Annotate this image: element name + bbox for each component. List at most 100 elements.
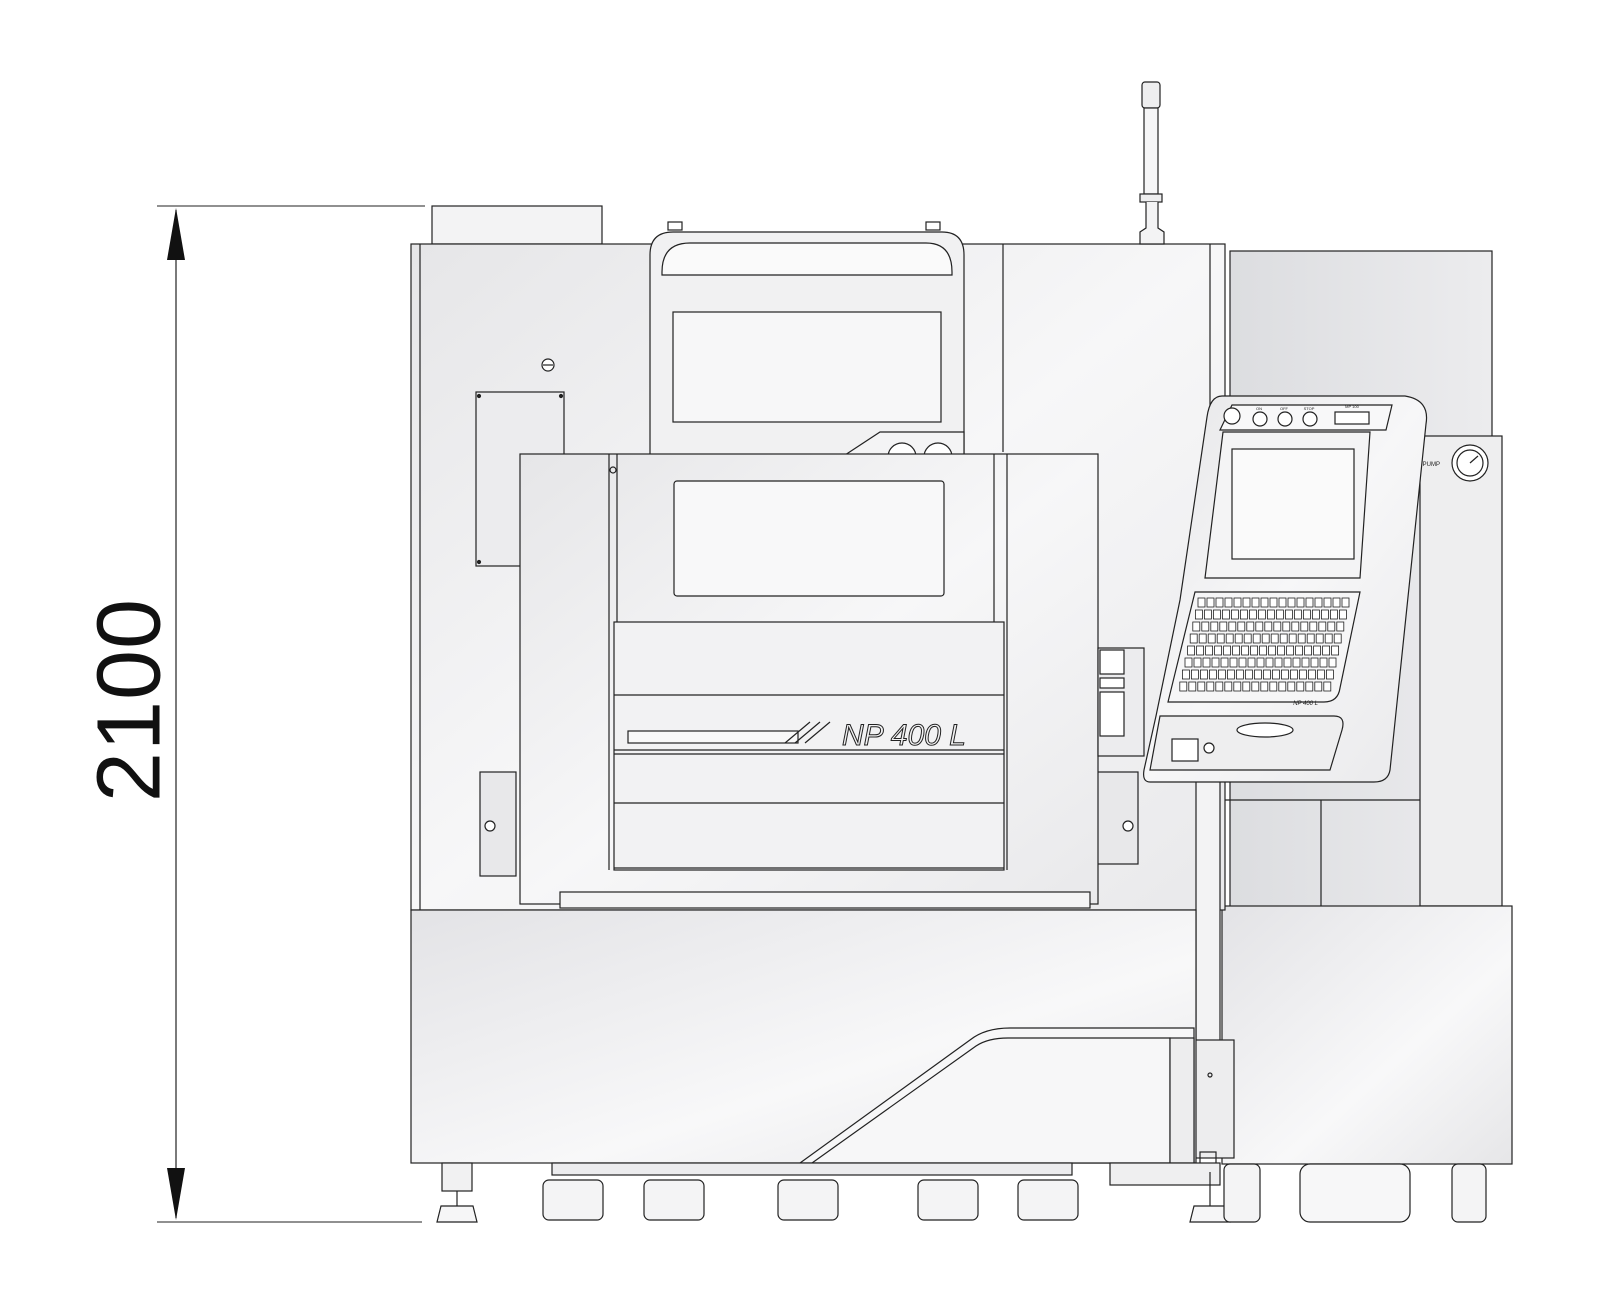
keyboard-key[interactable] — [1206, 681, 1215, 692]
keyboard-key[interactable] — [1339, 609, 1347, 620]
keyboard-key[interactable] — [1279, 633, 1288, 644]
keyboard-key[interactable] — [1324, 633, 1333, 644]
keyboard-key[interactable] — [1193, 657, 1202, 668]
cnc-screen[interactable] — [1231, 448, 1355, 560]
keyboard-key[interactable] — [1333, 633, 1342, 644]
keyboard-key[interactable] — [1188, 681, 1197, 692]
keyboard-key[interactable] — [1261, 633, 1270, 644]
keyboard-key[interactable] — [1198, 633, 1207, 644]
keyboard-key[interactable] — [1238, 657, 1247, 668]
keyboard-key[interactable] — [1215, 681, 1224, 692]
keyboard-key[interactable] — [1201, 621, 1210, 632]
key-grid[interactable] — [1179, 597, 1350, 692]
keyboard-key[interactable] — [1209, 669, 1217, 680]
keyboard-key[interactable] — [1303, 609, 1311, 620]
keyboard-key[interactable] — [1331, 645, 1339, 656]
keyboard-key[interactable] — [1297, 633, 1306, 644]
keyboard-key[interactable] — [1292, 657, 1301, 668]
keyboard-key[interactable] — [1265, 657, 1274, 668]
keyboard-key[interactable] — [1196, 645, 1204, 656]
keyboard-key[interactable] — [1214, 645, 1222, 656]
keyboard-key[interactable] — [1251, 597, 1260, 608]
key-switch-icon[interactable] — [1252, 411, 1268, 427]
keyboard-key[interactable] — [1237, 621, 1246, 632]
keyboard-key[interactable] — [1234, 633, 1243, 644]
keyboard-key[interactable] — [1260, 681, 1269, 692]
keyboard-key[interactable] — [1268, 645, 1276, 656]
keyboard-key[interactable] — [1222, 609, 1230, 620]
keyboard-key[interactable] — [1295, 645, 1303, 656]
keyboard-key[interactable] — [1296, 597, 1305, 608]
keyboard-key[interactable] — [1281, 669, 1289, 680]
handwheel-icon[interactable] — [1236, 722, 1294, 738]
keyboard-key[interactable] — [1305, 597, 1314, 608]
keyboard-key[interactable] — [1251, 681, 1260, 692]
keyboard-key[interactable] — [1197, 597, 1206, 608]
keyboard-key[interactable] — [1285, 609, 1293, 620]
keyboard-key[interactable] — [1249, 609, 1257, 620]
keyboard-key[interactable] — [1256, 657, 1265, 668]
keyboard-key[interactable] — [1287, 597, 1296, 608]
keyboard-key[interactable] — [1189, 633, 1198, 644]
keyboard-key[interactable] — [1314, 681, 1323, 692]
keyboard-key[interactable] — [1315, 633, 1324, 644]
keyboard-key[interactable] — [1319, 657, 1328, 668]
keyboard-key[interactable] — [1273, 621, 1282, 632]
keyboard-key[interactable] — [1326, 669, 1334, 680]
keyboard-key[interactable] — [1263, 669, 1271, 680]
keyboard-key[interactable] — [1306, 633, 1315, 644]
keyboard-key[interactable] — [1314, 597, 1323, 608]
keyboard-key[interactable] — [1200, 669, 1208, 680]
keyboard-key[interactable] — [1300, 621, 1309, 632]
keyboard-key[interactable] — [1274, 657, 1283, 668]
keyboard-key[interactable] — [1207, 633, 1216, 644]
keyboard-key[interactable] — [1227, 669, 1235, 680]
keyboard-key[interactable] — [1313, 645, 1321, 656]
keyboard-key[interactable] — [1305, 681, 1314, 692]
keyboard-key[interactable] — [1269, 681, 1278, 692]
keyboard-key[interactable] — [1213, 609, 1221, 620]
keyboard-key[interactable] — [1187, 645, 1195, 656]
keyboard-key[interactable] — [1330, 609, 1338, 620]
keyboard-key[interactable] — [1290, 669, 1298, 680]
keyboard-key[interactable] — [1276, 609, 1284, 620]
keyboard-key[interactable] — [1240, 609, 1248, 620]
keyboard-key[interactable] — [1259, 645, 1267, 656]
keyboard-key[interactable] — [1241, 645, 1249, 656]
keyboard-key[interactable] — [1220, 657, 1229, 668]
keyboard-key[interactable] — [1228, 621, 1237, 632]
keyboard-key[interactable] — [1294, 609, 1302, 620]
cycle-start-button[interactable] — [1277, 411, 1293, 427]
keyboard-key[interactable] — [1317, 669, 1325, 680]
keyboard-key[interactable] — [1242, 597, 1251, 608]
keyboard-key[interactable] — [1328, 657, 1337, 668]
keyboard-key[interactable] — [1202, 657, 1211, 668]
keyboard-key[interactable] — [1232, 645, 1240, 656]
keyboard-key[interactable] — [1267, 609, 1275, 620]
keyboard-key[interactable] — [1254, 669, 1262, 680]
keyboard-key[interactable] — [1218, 669, 1226, 680]
keyboard-key[interactable] — [1323, 681, 1332, 692]
keyboard-key[interactable] — [1286, 645, 1294, 656]
keyboard-key[interactable] — [1179, 681, 1188, 692]
keyboard-key[interactable] — [1301, 657, 1310, 668]
keyboard-key[interactable] — [1225, 633, 1234, 644]
keyboard-key[interactable] — [1296, 681, 1305, 692]
keyboard-key[interactable] — [1210, 621, 1219, 632]
keyboard-key[interactable] — [1223, 645, 1231, 656]
keyboard-key[interactable] — [1269, 597, 1278, 608]
operator-panel[interactable]: ON OFF STOP MP 100 NP 400 L — [1143, 395, 1428, 783]
keyboard-key[interactable] — [1278, 597, 1287, 608]
keyboard-key[interactable] — [1255, 621, 1264, 632]
keyboard-key[interactable] — [1258, 609, 1266, 620]
keyboard-key[interactable] — [1215, 597, 1224, 608]
keyboard-key[interactable] — [1229, 657, 1238, 668]
keyboard-key[interactable] — [1245, 669, 1253, 680]
keyboard-key[interactable] — [1304, 645, 1312, 656]
keyboard-key[interactable] — [1318, 621, 1327, 632]
keyboard-key[interactable] — [1310, 657, 1319, 668]
keyboard-key[interactable] — [1242, 681, 1251, 692]
keyboard-key[interactable] — [1236, 669, 1244, 680]
keyboard-key[interactable] — [1184, 657, 1193, 668]
keyboard-key[interactable] — [1205, 645, 1213, 656]
